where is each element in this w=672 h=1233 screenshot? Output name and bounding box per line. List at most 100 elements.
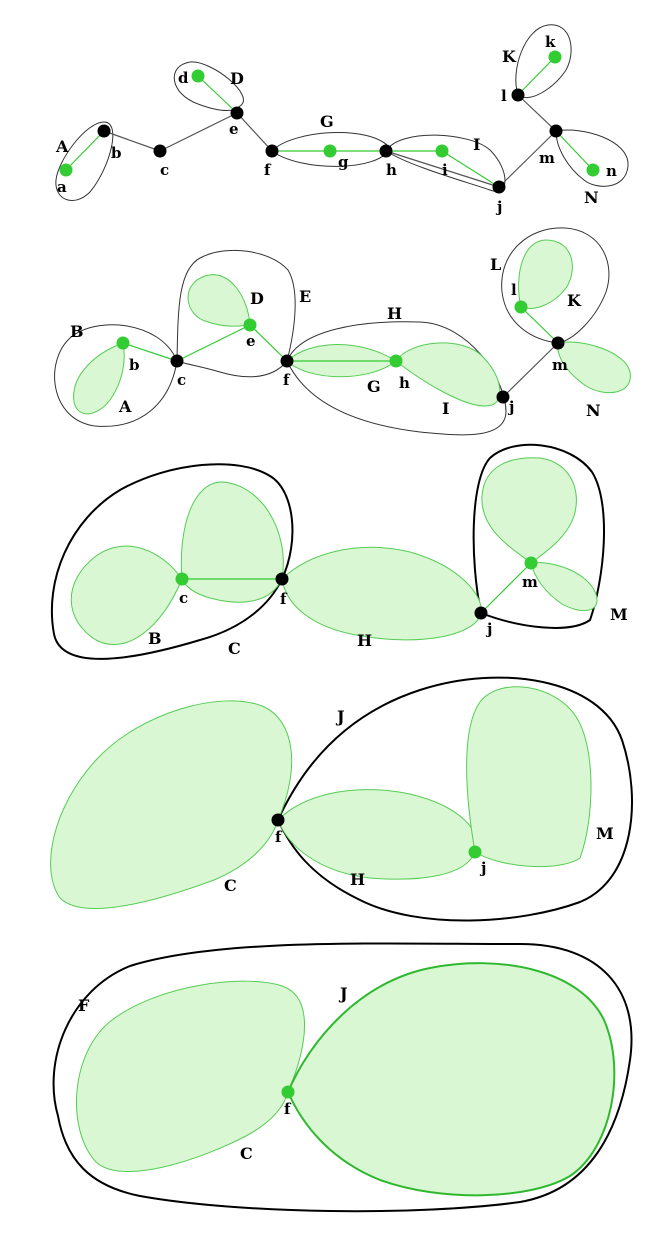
- region-m-a-lobe: [481, 457, 577, 564]
- region-a: [73, 342, 125, 415]
- node-a: [59, 163, 73, 177]
- region-c: [50, 700, 293, 909]
- region-c-inner-lobe: [180, 481, 284, 603]
- node-f: [265, 144, 279, 158]
- node-label-j: j: [507, 398, 514, 416]
- node-label-f: f: [264, 161, 272, 179]
- node-m: [551, 336, 565, 350]
- edge-e-f: [236, 112, 273, 152]
- node-b: [97, 124, 111, 138]
- node-g: [323, 144, 337, 158]
- region-b: [54, 324, 178, 427]
- edge-b-c: [103, 130, 161, 152]
- region-h: [281, 546, 482, 641]
- region-label-a: A: [118, 397, 132, 416]
- region-i: [395, 342, 501, 407]
- region-label-c: C: [228, 639, 241, 658]
- region-h: [286, 321, 507, 436]
- region-label-d: D: [250, 289, 264, 308]
- node-label-l: l: [511, 281, 517, 299]
- edge-e-f: [249, 324, 288, 362]
- region-j: [276, 676, 633, 922]
- node-k: [548, 50, 562, 64]
- region-d: [173, 61, 244, 111]
- node-h: [379, 144, 393, 158]
- edge-m-n: [555, 130, 594, 171]
- region-label-a: A: [55, 137, 69, 156]
- edge-l-k: [517, 56, 556, 96]
- node-label-e: e: [246, 332, 256, 350]
- node-j: [496, 390, 510, 404]
- node-c: [170, 354, 184, 368]
- node-h: [389, 354, 403, 368]
- node-label-h: h: [399, 374, 410, 392]
- node-label-m: m: [522, 573, 538, 591]
- region-label-h: H: [387, 304, 402, 323]
- region-label-h: H: [357, 631, 372, 650]
- region-e: [176, 249, 296, 378]
- node-label-i: i: [442, 161, 448, 179]
- region-k: [515, 24, 572, 99]
- node-label-m: m: [552, 356, 568, 374]
- node-label-c: c: [177, 371, 186, 389]
- region-c: [75, 980, 305, 1173]
- region-label-h: H: [350, 870, 365, 889]
- node-label-d: d: [178, 69, 189, 87]
- region-label-f: F: [78, 996, 90, 1015]
- edge-c-e: [176, 324, 251, 362]
- node-label-f: f: [284, 1100, 292, 1118]
- edge-j-m: [480, 562, 532, 614]
- node-label-f: f: [275, 828, 283, 846]
- node-label-h: h: [386, 161, 397, 179]
- node-label-a: a: [57, 178, 67, 196]
- node-e: [230, 106, 244, 120]
- node-label-c: c: [160, 161, 169, 179]
- region-label-j: J: [338, 984, 348, 1003]
- region-m-b-lobe: [530, 562, 598, 612]
- node-e: [243, 318, 257, 332]
- node-label-m: m: [539, 149, 555, 167]
- region-h: [277, 789, 478, 880]
- region-label-n: N: [586, 401, 601, 420]
- region-n: [555, 129, 629, 187]
- region-label-m: M: [610, 605, 628, 624]
- node-label-c: c: [179, 589, 188, 607]
- edge-b-c: [122, 342, 178, 362]
- region-label-c: C: [224, 876, 237, 895]
- region-a: [55, 121, 114, 201]
- node-l: [511, 88, 525, 102]
- node-label-f: f: [283, 371, 291, 389]
- node-d: [191, 69, 205, 83]
- node-l: [514, 300, 528, 314]
- node-j: [474, 606, 488, 620]
- region-label-i: I: [442, 399, 449, 418]
- region-n: [557, 341, 631, 394]
- node-label-g: g: [338, 153, 349, 171]
- edge-i-j: [441, 150, 500, 188]
- node-label-j: j: [479, 859, 486, 877]
- region-m: [466, 686, 592, 867]
- node-b: [116, 336, 130, 350]
- region-label-e: E: [299, 287, 311, 306]
- region-label-g: G: [367, 377, 381, 396]
- region-l: [501, 227, 610, 344]
- node-j: [468, 845, 482, 859]
- node-n: [586, 163, 600, 177]
- edge-c-e: [159, 112, 238, 152]
- region-label-l: L: [490, 255, 501, 274]
- edge-m-l: [520, 306, 559, 344]
- region-k: [518, 239, 573, 309]
- region-label-b: B: [70, 322, 84, 341]
- edge-h-j: [385, 150, 500, 188]
- node-f: [275, 572, 289, 586]
- node-label-k: k: [545, 33, 556, 51]
- node-c: [175, 572, 189, 586]
- region-label-g: G: [320, 112, 334, 131]
- node-label-l: l: [501, 87, 507, 105]
- region-label-k: K: [567, 291, 582, 310]
- region-label-j: J: [335, 707, 345, 726]
